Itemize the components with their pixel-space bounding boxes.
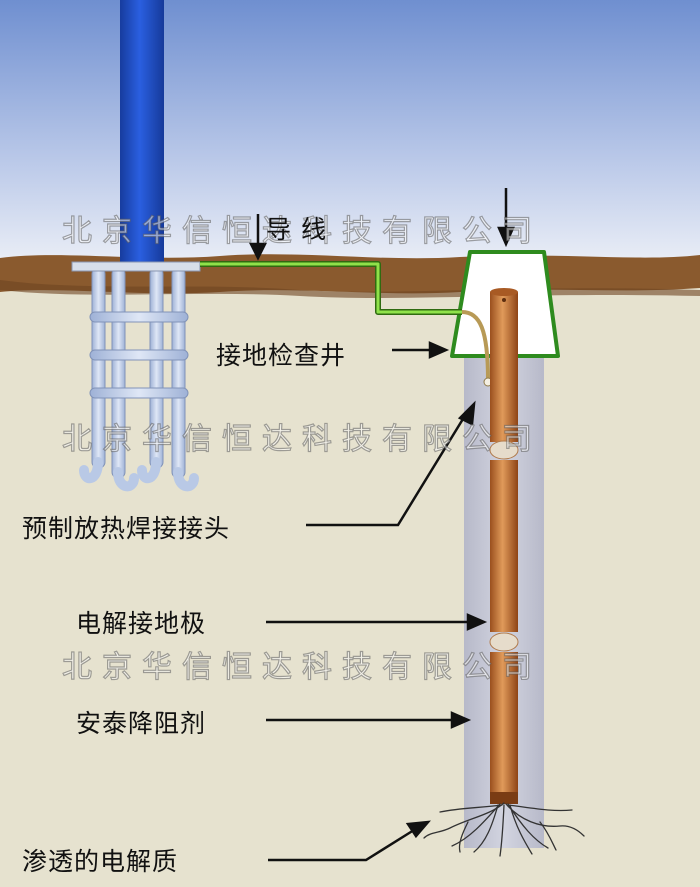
cage-hook — [137, 457, 161, 484]
electrode-segment — [490, 460, 518, 632]
watermark: 北京华信恒达科技有限公司 — [61, 649, 542, 685]
electrode-cage — [79, 267, 199, 492]
label-exothermic-joint: 预制放热焊接接头 — [22, 514, 231, 543]
label-electrolyte: 渗透的电解质 — [22, 847, 179, 876]
arrow-joint-head — [457, 400, 476, 426]
watermark: 北京华信恒达科技有限公司 — [61, 421, 542, 457]
electrolyte-roots — [423, 802, 585, 857]
base-plate — [71, 261, 201, 272]
cage-hook — [79, 457, 103, 484]
mast — [120, 0, 164, 265]
pointer-arrows — [248, 188, 515, 862]
connector-lead — [461, 310, 490, 381]
arrow-joint — [306, 413, 468, 527]
joint-gap — [489, 632, 519, 652]
arrow-well-head — [497, 226, 515, 248]
cage-rung — [89, 349, 189, 361]
watermark: 北京华信恒达科技有限公司 — [61, 213, 542, 249]
label-electrolytic-electrode: 电解接地极 — [76, 609, 207, 638]
label-resistance-reducer: 安泰降阻剂 — [76, 709, 207, 738]
copper-electrode — [489, 288, 519, 804]
arrow-reducer-head — [450, 711, 472, 729]
label-inspection-well: 接地检查井 — [216, 341, 347, 370]
arrow-electrode-head — [466, 613, 488, 631]
electrode-segment — [490, 652, 518, 800]
electrode-hole — [502, 298, 506, 302]
arrow-electrolyte — [268, 828, 415, 862]
cage-hook — [173, 467, 199, 492]
cage-rung — [89, 311, 189, 323]
electrode-base — [490, 792, 518, 804]
label-wire: 导 线 — [266, 215, 327, 244]
cage-hook — [113, 467, 139, 492]
cage-rung — [89, 387, 189, 399]
arrow-wire-head — [248, 242, 268, 261]
ground-wire-highlight — [200, 262, 462, 314]
arrow-electrolyte-head — [405, 820, 431, 839]
arrow-inspection-head — [428, 341, 450, 359]
electrode-top — [490, 288, 518, 296]
joint-gap — [489, 440, 519, 460]
sky — [0, 0, 700, 260]
electrode-segment — [490, 292, 518, 442]
